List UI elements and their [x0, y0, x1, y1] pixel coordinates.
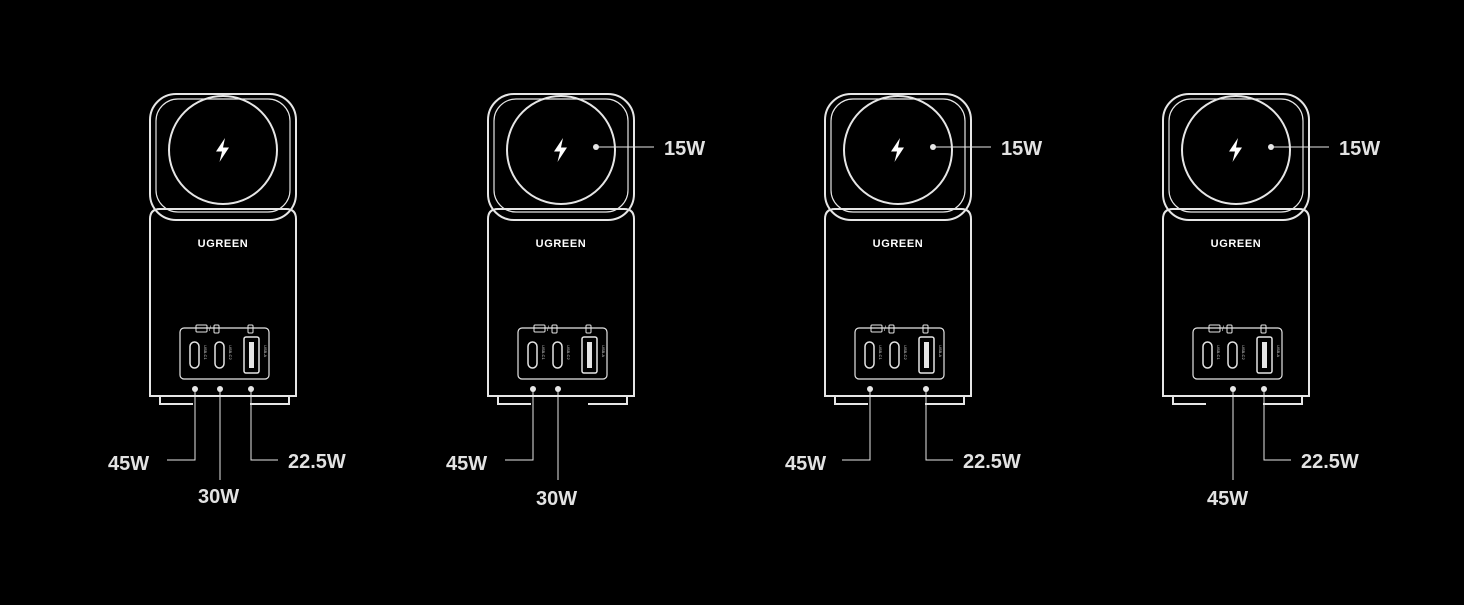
port-label: USB-C1 [878, 345, 883, 360]
phone-icon [1260, 324, 1267, 334]
wireless-pad-housing [824, 93, 972, 221]
callout-line-c1 [505, 389, 534, 461]
charger-foot [1172, 396, 1303, 405]
phone-icon [888, 324, 895, 334]
usb-c1-port [864, 341, 875, 369]
usb-c1-power: 45W [785, 453, 826, 475]
port-label: USB-C2 [228, 345, 233, 360]
icon-separator: / [547, 326, 549, 333]
charger-foot [497, 396, 628, 405]
port-label: USB-C2 [903, 345, 908, 360]
laptop-icon [870, 324, 883, 333]
charger-2: 15W UGREEN / USB-C1 USB-C2 USB-A 45W 30W [446, 93, 705, 510]
charger-foot [834, 396, 965, 405]
wireless-power: 15W [1001, 138, 1042, 160]
usb-c1-port [527, 341, 538, 369]
charger-3: 15W UGREEN / USB-C1 USB-C2 USB-A 45W 22.… [785, 93, 1042, 475]
wireless-pad-rim [1168, 98, 1304, 213]
usb-a-port [243, 336, 260, 374]
brand-logo: UGREEN [873, 238, 924, 250]
port-panel [517, 327, 608, 380]
usb-c1-power: 45W [108, 453, 149, 475]
callout-line-a [1263, 389, 1291, 461]
wireless-pad-rim [155, 98, 291, 213]
callout-line-a [250, 389, 278, 461]
usb-c2-port [214, 341, 225, 369]
port-label: USB-C1 [541, 345, 546, 360]
port-label: USB-C2 [566, 345, 571, 360]
usb-c2-port [1227, 341, 1238, 369]
usb-a-tongue [1262, 342, 1267, 368]
icon-separator: / [209, 326, 211, 333]
usb-c1-power: 45W [1207, 488, 1248, 510]
icon-separator: / [1222, 326, 1224, 333]
wireless-pad-housing [149, 93, 297, 221]
port-label: USB-C1 [1216, 345, 1221, 360]
laptop-icon [195, 324, 208, 333]
usb-a-tongue [249, 342, 254, 368]
usb-a-power: 22.5W [963, 451, 1021, 473]
wireless-pad-rim [493, 98, 629, 213]
usb-c2-power: 30W [536, 488, 577, 510]
wireless-pad-housing [1162, 93, 1310, 221]
phone-icon [213, 324, 220, 334]
wireless-power: 15W [664, 138, 705, 160]
charger-1: UGREEN / USB-C1 USB-C2 USB-A 45W 30W 22.… [108, 93, 346, 508]
callout-line-c1 [842, 389, 871, 461]
port-panel [1192, 327, 1283, 380]
usb-a-port [918, 336, 935, 374]
usb-c1-port [189, 341, 200, 369]
callout-line-c1 [167, 389, 196, 461]
port-label: USB-C1 [203, 345, 208, 360]
lightning-bolt-icon [891, 138, 904, 162]
usb-c1-power: 45W [446, 453, 487, 475]
usb-a-tongue [587, 342, 592, 368]
usb-c2-port [889, 341, 900, 369]
icon-separator: / [884, 326, 886, 333]
port-panel [179, 327, 270, 380]
lightning-bolt-icon [216, 138, 229, 162]
usb-a-power: 22.5W [288, 451, 346, 473]
callout-line-a [925, 389, 953, 461]
usb-c2-port [552, 341, 563, 369]
lightning-bolt-icon [1229, 138, 1242, 162]
port-label: USB-A [263, 345, 268, 358]
port-label: USB-A [1276, 345, 1281, 358]
phone-icon [551, 324, 558, 334]
phone-icon [922, 324, 929, 334]
wireless-power: 15W [1339, 138, 1380, 160]
wireless-pad [506, 95, 616, 205]
port-label: USB-C2 [1241, 345, 1246, 360]
usb-a-port [1256, 336, 1273, 374]
usb-c2-power: 30W [198, 486, 239, 508]
port-label: USB-A [601, 345, 606, 358]
usb-c1-port [1202, 341, 1213, 369]
laptop-icon [1208, 324, 1221, 333]
wireless-pad [1181, 95, 1291, 205]
phone-icon [247, 324, 254, 334]
usb-a-power: 22.5W [1301, 451, 1359, 473]
brand-logo: UGREEN [1211, 238, 1262, 250]
usb-a-tongue [924, 342, 929, 368]
wireless-pad [168, 95, 278, 205]
brand-logo: UGREEN [198, 238, 249, 250]
usb-a-port [581, 336, 598, 374]
charger-foot [159, 396, 290, 405]
wireless-pad-rim [830, 98, 966, 213]
brand-logo: UGREEN [536, 238, 587, 250]
charger-4: 15W UGREEN / USB-C1 USB-C2 USB-A 45W 22.… [1162, 93, 1380, 510]
port-label: USB-A [938, 345, 943, 358]
phone-icon [1226, 324, 1233, 334]
wireless-pad-housing [487, 93, 635, 221]
wireless-pad [843, 95, 953, 205]
port-panel [854, 327, 945, 380]
lightning-bolt-icon [554, 138, 567, 162]
laptop-icon [533, 324, 546, 333]
phone-icon [585, 324, 592, 334]
